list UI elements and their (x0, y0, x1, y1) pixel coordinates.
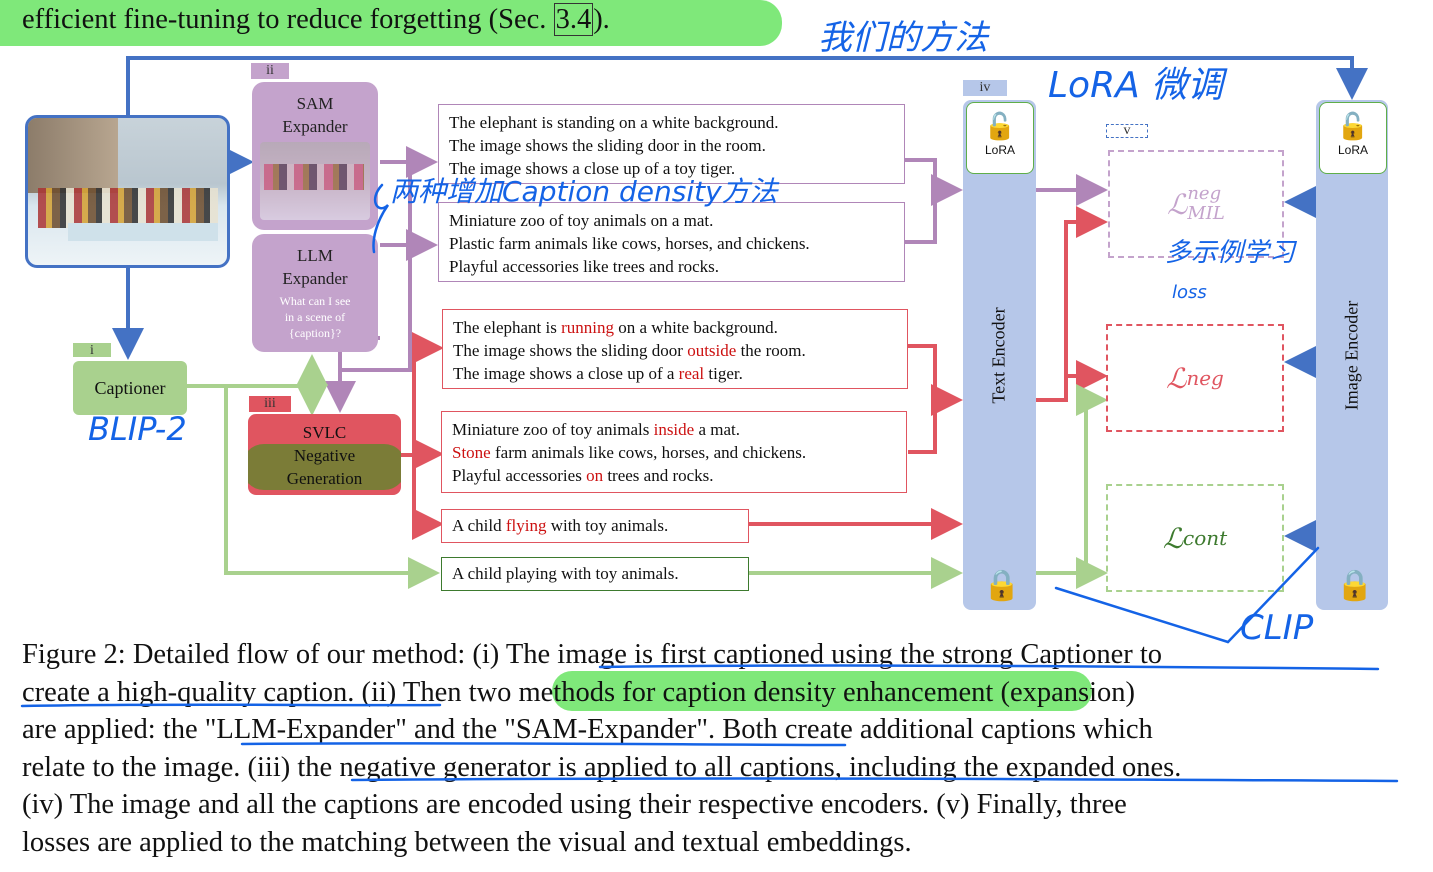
svlc-label: SVLC Negative Generation (286, 423, 363, 488)
note-blip: BLIP-2 (88, 410, 187, 448)
unlock-icon: 🔓 (1336, 111, 1370, 141)
lock-icon: 🔒 (983, 569, 1021, 602)
unlock-icon: 🔓 (983, 111, 1017, 141)
lock-icon: 🔒 (1336, 569, 1374, 602)
image-encoder-lora-label: LoRA (1337, 143, 1369, 157)
section-ref[interactable]: 3.4 (553, 3, 594, 36)
svlc-highlight (248, 444, 401, 490)
note-lora-finetune: LoRA 微调 (1048, 65, 1224, 106)
llm-expander-box: LLM Expander What can I see in a scene o… (252, 234, 378, 352)
neg-llm-caption-3: Playful accessories on trees and rocks. (452, 466, 714, 485)
llm-caption-1: Miniature zoo of toy animals on a mat. (449, 211, 714, 230)
base-caption-box: A child playing with toy animals. (441, 557, 749, 591)
text-encoder: 🔓 LoRA Text Encoder 🔒 (963, 100, 1036, 610)
neg-sam-caption-2: The image shows the sliding door outside… (453, 341, 806, 360)
image-encoder-lora[interactable]: 🔓 LoRA (1319, 102, 1387, 174)
tag-ii: ii (251, 63, 289, 79)
sam-segment-image (260, 142, 370, 220)
neg-sam-caption-1: The elephant is running on a white backg… (453, 318, 778, 337)
top-text-line: efficient fine-tuning to reduce forgetti… (22, 3, 610, 36)
sam-expander-box: SAM Expander (252, 82, 378, 230)
neg-llm-caption-1: Miniature zoo of toy animals inside a ma… (452, 420, 740, 439)
image-flow-lines (112, 56, 1368, 552)
caption-lines (187, 354, 1108, 589)
neg-llm-caption-2: Stone farm animals like cows, horses, an… (452, 443, 807, 462)
sam-caption-3: The image shows a close up of a toy tige… (449, 159, 736, 178)
sam-caption-2: The image shows the sliding door in the … (449, 136, 766, 155)
note-our-method: 我们的方法 (818, 18, 988, 58)
tag-v: v (1106, 124, 1148, 138)
note-clip: CLIP (1240, 608, 1314, 648)
caption-line-3: are applied: the "LLM-Expander" and the … (22, 714, 1153, 746)
llm-prompt: What can I see in a scene of {caption}? (279, 294, 351, 340)
caption-line-2: create a high-quality caption. (ii) Then… (22, 676, 1135, 708)
top-text-before: efficient fine-tuning to reduce forgetti… (22, 4, 554, 35)
top-text-after: ). (593, 4, 610, 35)
captioner-box: Captioner (73, 361, 187, 415)
llm-caption-3: Playful accessories like trees and rocks… (449, 257, 720, 276)
note-density: 两种增加Caption density方法 (390, 175, 778, 208)
neg-llm-captions-box: Miniature zoo of toy animals inside a ma… (441, 411, 907, 493)
sam-captions-box: The elephant is standing on a white back… (438, 104, 905, 184)
tag-iv: iv (963, 80, 1007, 96)
llm-caption-2: Plastic farm animals like cows, horses, … (449, 234, 810, 253)
caption-line-5: (iv) The image and all the captions are … (22, 789, 1127, 821)
tag-iii: iii (249, 396, 291, 412)
llm-captions-box: Miniature zoo of toy animals on a mat. P… (438, 202, 905, 282)
note-loss: loss (1172, 282, 1207, 303)
text-encoder-lora[interactable]: 🔓 LoRA (966, 102, 1034, 174)
svlc-box: SVLC Negative Generation (248, 414, 401, 495)
image-encoder: 🔓 LoRA Image Encoder 🔒 (1316, 100, 1388, 610)
input-image (25, 115, 230, 268)
text-encoder-lora-label: LoRA (984, 143, 1016, 157)
neg-sam-captions-box: The elephant is running on a white backg… (442, 309, 908, 389)
caption-line-6: losses are applied to the matching betwe… (22, 827, 912, 858)
captioner-label: Captioner (94, 377, 166, 398)
negative-lines (401, 206, 1108, 540)
sam-caption-1: The elephant is standing on a white back… (449, 113, 779, 132)
neg-base-caption-box: A child flying with toy animals. (441, 509, 749, 543)
tag-i: i (73, 343, 111, 358)
base-caption: A child playing with toy animals. (452, 564, 679, 583)
highlight-top (0, 0, 782, 46)
note-mil: 多示例学习 (1165, 238, 1296, 268)
sam-expander-title: SAM Expander (282, 94, 348, 136)
neg-sam-caption-3: The image shows a close up of a real tig… (453, 364, 743, 383)
llm-expander-title: LLM Expander (282, 246, 348, 288)
highlight-density (552, 671, 1092, 711)
